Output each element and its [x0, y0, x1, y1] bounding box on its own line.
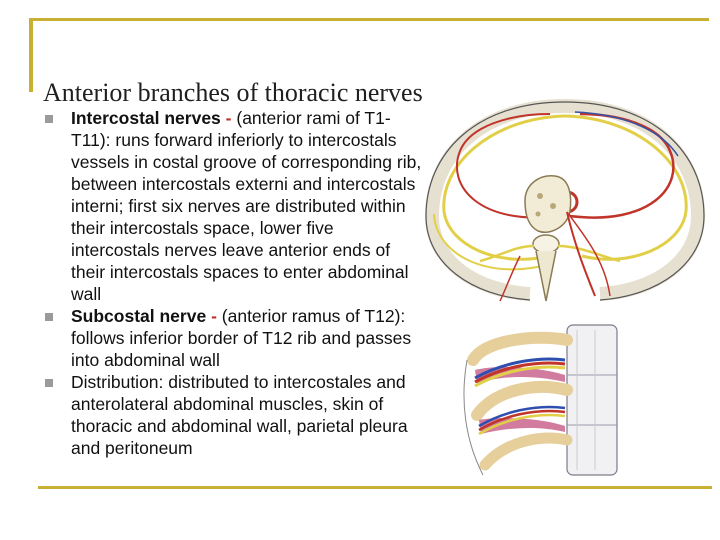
bullet-text: (anterior rami of T1- T11): runs forward… [71, 108, 422, 304]
thorax-cross-section-illustration [424, 99, 706, 302]
bullet-intercostal-nerves: Intercostal nerves - (anterior rami of T… [45, 107, 425, 305]
bullet-dash: - [225, 108, 232, 128]
frame-accent-bottom [38, 486, 712, 489]
bullet-term: Subcostal nerve [71, 306, 207, 326]
bullet-text: Distribution: distributed to intercostal… [71, 372, 408, 458]
bullet-subcostal-nerve: Subcostal nerve - (anterior ramus of T12… [45, 305, 425, 371]
bullet-square-icon [45, 379, 53, 387]
bullet-distribution: Distribution: distributed to intercostal… [45, 371, 425, 459]
thoracic-wall-dissection-illustration [463, 324, 618, 476]
bullet-square-icon [45, 115, 53, 123]
bullet-square-icon [45, 313, 53, 321]
bullet-term: Intercostal nerves [71, 108, 221, 128]
bullet-text: (anterior ramus of T12): follows inferio… [71, 306, 412, 370]
slide-title: Anterior branches of thoracic nerves [43, 78, 423, 107]
frame-accent-top [29, 18, 709, 21]
bullet-list: Intercostal nerves - (anterior rami of T… [45, 107, 425, 459]
bullet-dash: - [211, 306, 217, 326]
frame-accent-vertical [29, 18, 33, 92]
